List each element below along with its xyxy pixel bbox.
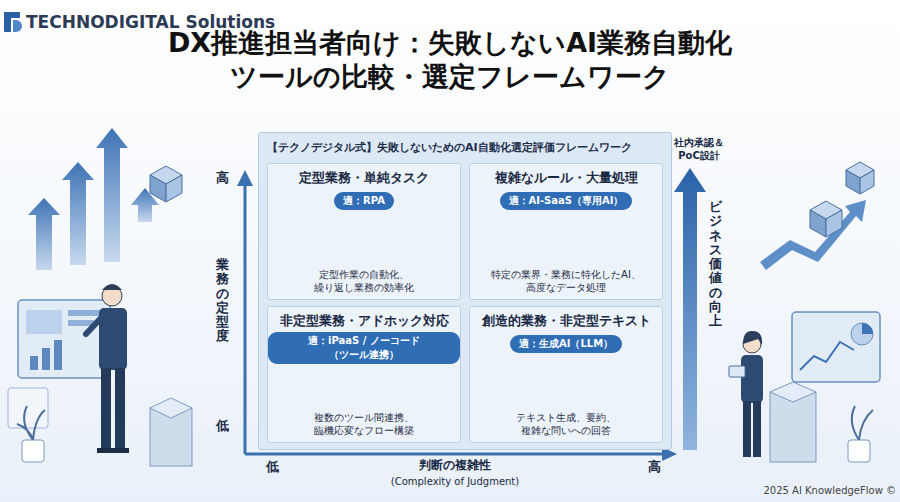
logo-icon (4, 12, 22, 32)
y-axis-title: 業務の定型度 (216, 258, 229, 344)
axis-low: 低 (216, 418, 229, 435)
tool-tag-row: 適：生成AI（LLM） (470, 332, 662, 353)
quadrant-description: 定型作業の自動化、 繰り返し業務の効率化 (274, 268, 454, 294)
tool-tag: 適：RPA (334, 192, 394, 210)
line-shape (245, 453, 664, 456)
polygon-shape (846, 170, 860, 194)
rect-shape (743, 401, 751, 457)
brand-name: TECHNODIGITAL Solutions (26, 11, 275, 33)
quadrant-description: テキスト生成、要約、複雑な問いへの回答 (476, 411, 656, 437)
quadrant-heading: 定型業務・単純タスク (268, 170, 460, 187)
x-axis-subtitle: (Complexity of Judgment) (355, 475, 555, 488)
polygon-shape (760, 200, 866, 270)
polygon-shape (826, 210, 842, 237)
rect-shape (26, 310, 62, 334)
quadrant-heading: 非定型業務・アドホック対応 (268, 313, 460, 330)
path-shape (852, 406, 873, 440)
rect-shape (68, 310, 102, 316)
rect-shape (30, 356, 38, 370)
line-shape (244, 184, 247, 454)
tool-tag-row: 適：RPA (268, 189, 460, 210)
x-axis-title: 判断の複雑性 (355, 458, 555, 474)
right-illustration (729, 162, 880, 462)
tool-tag-row: 適：AI-SaaS（専用AI） (470, 189, 662, 210)
axis-high: 高 (648, 459, 661, 476)
path-shape (102, 284, 122, 290)
rect-shape (68, 320, 94, 326)
rect-shape (741, 355, 763, 403)
quadrant-box: 複雑なルール・大量処理適：AI-SaaS（専用AI） 特定の業界・業務に特化したA… (469, 163, 663, 300)
tool-tag-row: 適：iPaaS / ノーコード（ツール連携） (268, 332, 460, 364)
polygon-shape (770, 382, 816, 402)
polygon-shape (62, 162, 94, 265)
rect-shape (18, 300, 110, 378)
quadrant-box: 非定型業務・アドホック対応適：iPaaS / ノーコード（ツール連携） 複数のツー… (267, 306, 461, 443)
rect-shape (113, 448, 129, 453)
quadrant-description: 複数のツール間連携、臨機応変なフロー構築 (274, 411, 454, 437)
rect-shape (115, 368, 125, 450)
rect-shape (54, 340, 62, 370)
value-axis-title: ビジネス価値の向上 (709, 200, 722, 329)
tool-tag: 適：生成AI（LLM） (510, 335, 622, 353)
rect-shape (97, 448, 113, 453)
main-title: DX推進担当者向け：失敗しないAI業務自動化 ツールの比較・選定フレームワーク (150, 26, 750, 94)
rect-shape (8, 388, 48, 428)
framework-panel: 【テクノデジタル式】失敗しないためのAI自動化選定評価フレームワーク定型業務・単… (258, 132, 672, 450)
polygon-shape (674, 168, 706, 450)
footer-credit: 2025 AI KnowledgeFlow © (763, 484, 896, 497)
polygon-shape (96, 128, 128, 262)
rect-shape (792, 312, 880, 382)
approval-note: 社内承認＆ PoC設計 (662, 136, 736, 162)
rect-shape (4, 12, 20, 18)
polygon-shape (237, 170, 253, 186)
polygon-shape (810, 210, 826, 237)
polygon-shape (166, 175, 182, 202)
path-shape (862, 323, 873, 334)
quadrant-heading: 創造的業務・非定型テキスト (470, 313, 662, 330)
circle-shape (851, 323, 873, 345)
quadrant-box: 定型業務・単純タスク適：RPA 定型作業の自動化、 繰り返し業務の効率化 (267, 163, 461, 300)
quadrant-heading: 複雑なルール・大量処理 (470, 170, 662, 187)
axis-low: 低 (266, 459, 279, 476)
polygon-shape (28, 198, 60, 270)
rect-shape (848, 440, 870, 462)
polygon-shape (150, 175, 166, 202)
rect-shape (729, 366, 745, 377)
rect-shape (753, 401, 761, 457)
polygon-shape (150, 398, 192, 418)
path-shape (17, 406, 45, 440)
rect-shape (42, 348, 50, 370)
path-shape (800, 342, 854, 370)
tool-tag: 適：AI-SaaS（専用AI） (500, 192, 633, 210)
tool-tag: 適：iPaaS / ノーコード（ツール連携） (268, 332, 460, 364)
rect-shape (101, 368, 111, 450)
quadrant-box: 創造的業務・非定型テキスト適：生成AI（LLM） テキスト生成、要約、複雑な問いへ… (469, 306, 663, 443)
path-shape (743, 331, 762, 345)
path-shape (13, 20, 22, 32)
left-illustration (8, 128, 192, 466)
polygon-shape (860, 170, 874, 194)
axis-high: 高 (216, 170, 229, 187)
panel-heading: 【テクノデジタル式】失敗しないためのAI自動化選定評価フレームワーク (267, 140, 632, 155)
line-shape (86, 318, 101, 334)
quadrant-description: 特定の業界・業務に特化したAI、 高度なデータ処理 (476, 268, 656, 294)
rect-shape (22, 440, 44, 462)
